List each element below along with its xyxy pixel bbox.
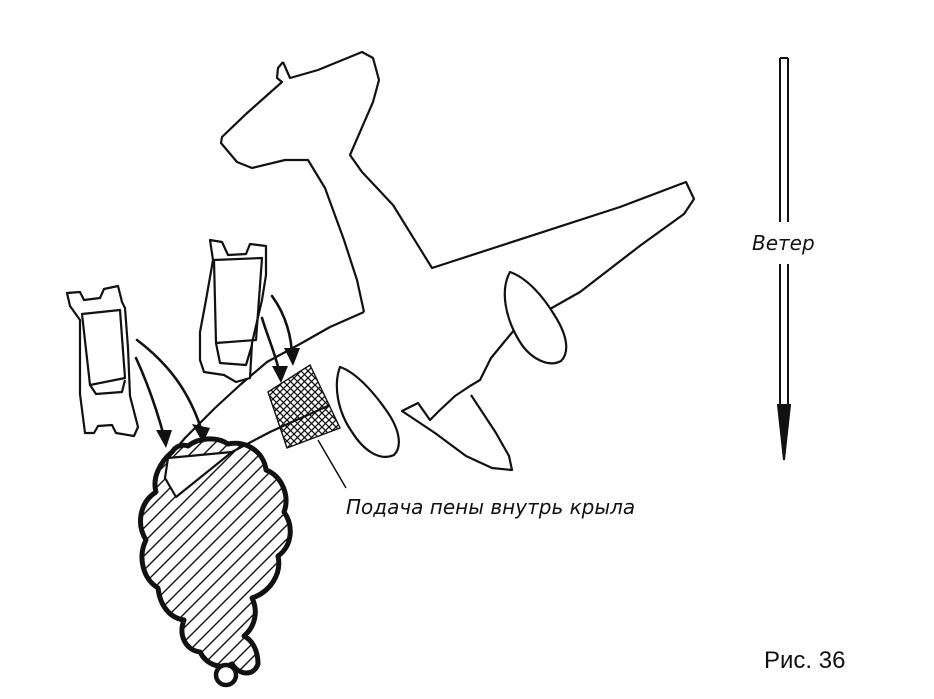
- foam-injection-area: [267, 363, 341, 449]
- wing-left-lower-edge: [167, 310, 365, 459]
- foam-feed-label: Подача пены внутрь крыла: [346, 495, 635, 519]
- stream-left-inner-arrowhead: [156, 430, 172, 448]
- stream-right-outer-arrowhead: [284, 348, 300, 366]
- fire-truck-right-body: [198, 238, 268, 384]
- engine-nacelle-right: [503, 270, 568, 365]
- fire-truck-left-hood: [89, 379, 127, 396]
- wind-label: Ветер: [752, 231, 815, 255]
- stream-left-inner: [134, 356, 167, 442]
- stream-right-inner-arrowhead: [272, 366, 288, 383]
- fire-cloud-blob-bottom: [213, 662, 239, 688]
- fire-truck-right-hood: [214, 342, 254, 367]
- aircraft: [167, 50, 696, 472]
- fire-truck-left: [65, 284, 140, 438]
- stream-left-outer: [135, 338, 205, 437]
- fire-truck-right-cab: [212, 256, 264, 345]
- fire-truck-left-body: [65, 284, 140, 438]
- foam-label-leader: [317, 439, 347, 489]
- fire-cloud: [138, 436, 293, 676]
- wind-arrowhead: [776, 404, 792, 461]
- fire-truck-left-cab: [80, 308, 127, 387]
- wind-arrow: [776, 57, 792, 461]
- figure-caption: Рис. 36: [764, 647, 845, 674]
- fuselage-left-edge: [219, 61, 366, 313]
- engine-nacelle-left: [335, 365, 400, 458]
- fire-truck-right: [198, 238, 268, 384]
- stream-left-outer-arrowhead: [192, 424, 210, 443]
- stream-arrowheads: [156, 348, 300, 448]
- wing-tip-over-fire: [163, 450, 234, 499]
